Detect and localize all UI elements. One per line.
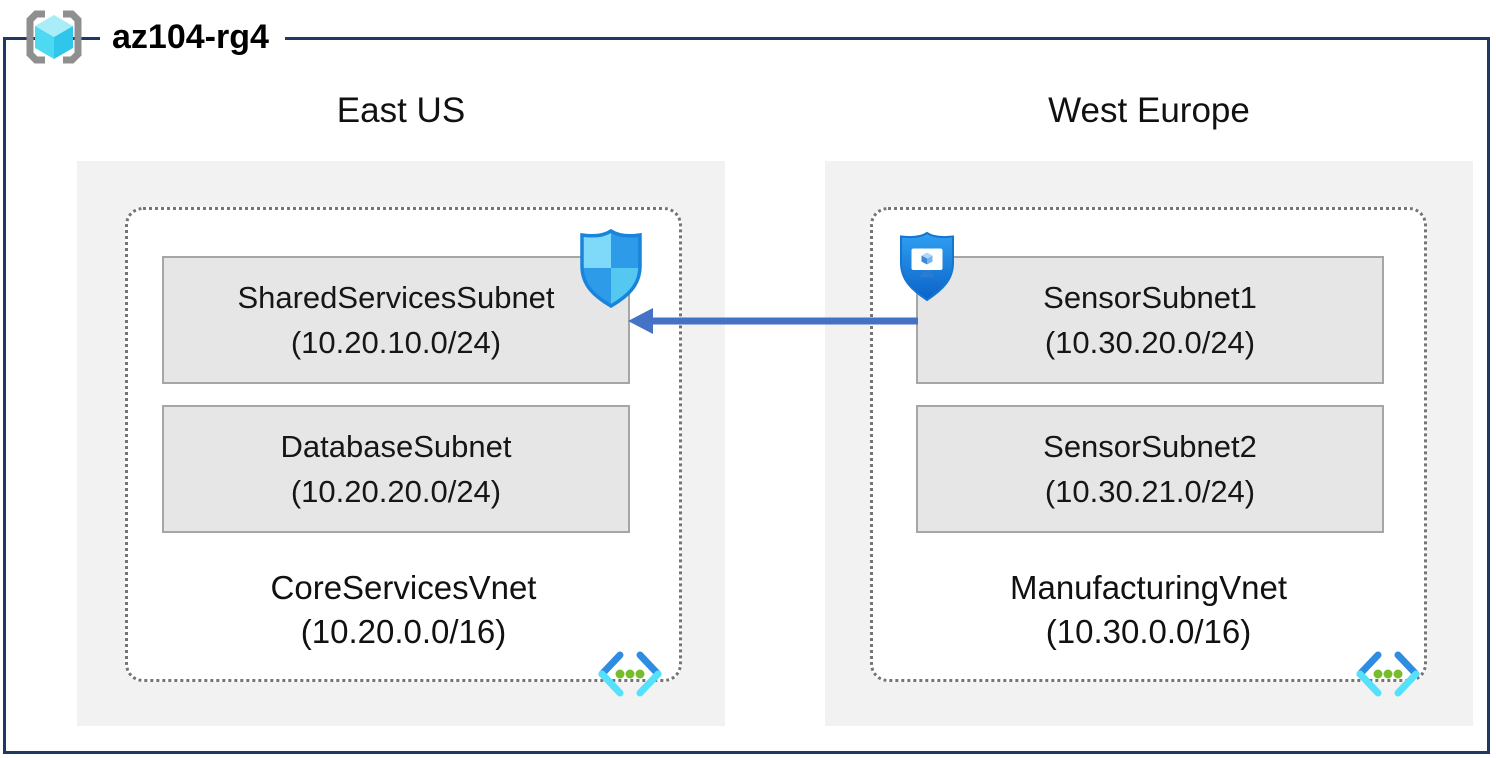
subnet-cidr: (10.20.10.0/24)	[290, 325, 502, 360]
virtual-network-icon	[1356, 651, 1420, 697]
subnet-sensor1: SensorSubnet1 (10.30.20.0/24)	[916, 256, 1384, 384]
vnet-label-coreservices: CoreServicesVnet (10.20.0.0/16)	[125, 566, 682, 654]
virtual-network-icon	[598, 651, 662, 697]
resource-group-name: az104-rg4	[100, 12, 285, 62]
peering-arrow	[628, 308, 918, 334]
vnet-label-manufacturing: ManufacturingVnet (10.30.0.0/16)	[870, 566, 1427, 654]
subnet-cidr: (10.30.20.0/24)	[1044, 325, 1256, 360]
subnet-sensor2: SensorSubnet2 (10.30.21.0/24)	[916, 405, 1384, 533]
vnet-name: CoreServicesVnet	[270, 569, 537, 606]
subnet-cidr: (10.20.20.0/24)	[290, 474, 502, 509]
subnet-cidr: (10.30.21.0/24)	[1044, 474, 1256, 509]
vnet-cidr: (10.30.0.0/16)	[1045, 613, 1252, 650]
network-security-group-shield-icon	[580, 229, 642, 309]
resource-group-frame	[3, 37, 1490, 754]
vnet-cidr: (10.20.0.0/16)	[300, 613, 507, 650]
subnet-name: SharedServicesSubnet	[237, 280, 555, 315]
application-security-group-shield-icon	[900, 231, 954, 302]
subnet-database: DatabaseSubnet (10.20.20.0/24)	[162, 405, 630, 533]
subnet-sharedservices: SharedServicesSubnet (10.20.10.0/24)	[162, 256, 630, 384]
region-title-west-europe: West Europe	[1048, 91, 1250, 130]
subnet-name: SensorSubnet1	[1043, 280, 1257, 315]
subnet-name: SensorSubnet2	[1043, 429, 1257, 464]
subnet-name: DatabaseSubnet	[280, 429, 512, 464]
vnet-name: ManufacturingVnet	[1009, 569, 1287, 606]
resource-group-icon	[26, 10, 82, 64]
region-title-east-us: East US	[336, 91, 466, 130]
